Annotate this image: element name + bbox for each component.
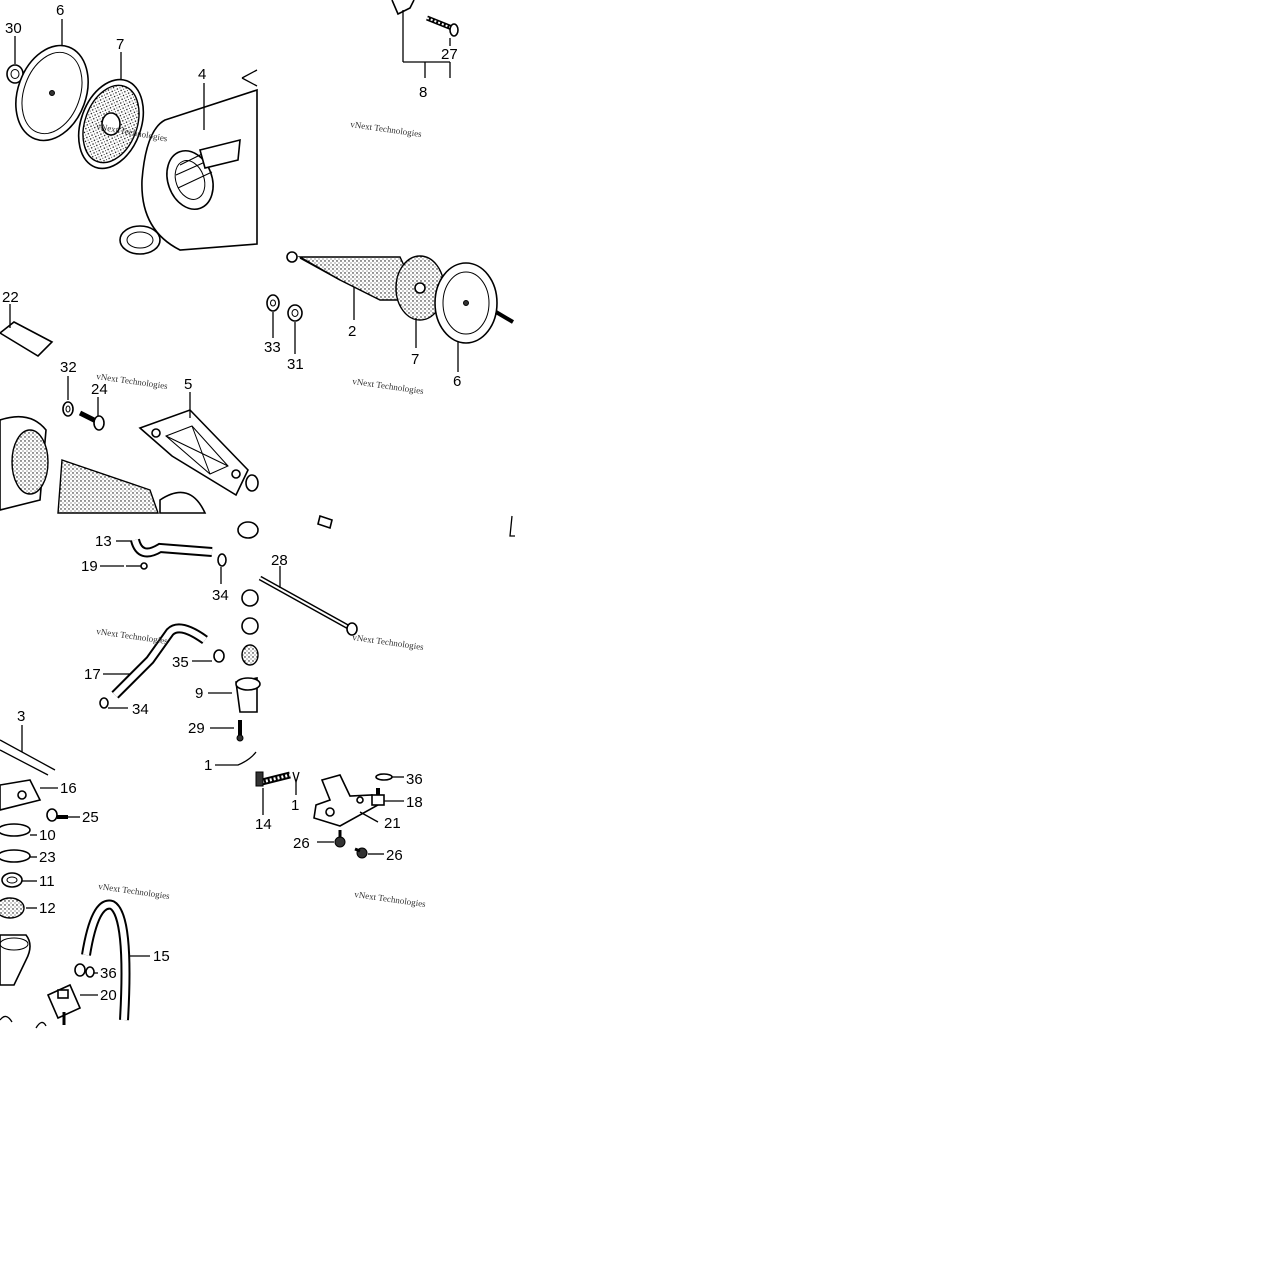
callout-32: 32: [60, 359, 77, 376]
callout-3: 3: [17, 708, 25, 725]
callout-6: 6: [56, 2, 64, 19]
duct-icon: [0, 415, 259, 514]
nipple-icon: [371, 788, 385, 806]
callout-23: 23: [39, 849, 56, 866]
callout-35: 35: [172, 654, 189, 671]
callout-7: 7: [411, 351, 419, 368]
callout-26: 26: [293, 835, 310, 852]
watermark: vNext Technologies: [354, 889, 427, 909]
tube-icon: [130, 538, 213, 558]
callout-10: 10: [39, 827, 56, 844]
bolt-icon: [46, 808, 68, 822]
clip-icon: [99, 697, 109, 709]
clip-icon: [217, 553, 227, 567]
callout-36: 36: [100, 965, 117, 982]
callout-12: 12: [39, 900, 56, 917]
callout-13: 13: [95, 533, 112, 550]
cover-plate-icon: [15, 44, 89, 142]
clip-icon: [292, 771, 300, 785]
callout-1: 1: [291, 797, 299, 814]
callout-21: 21: [384, 815, 401, 832]
callout-28: 28: [271, 552, 288, 569]
watermark: vNext Technologies: [352, 376, 425, 396]
watermark: vNext Technologies: [96, 626, 169, 646]
callout-30: 30: [5, 20, 22, 37]
callout-34: 34: [212, 587, 229, 604]
gasket-icon: [0, 779, 42, 811]
tile-case-2: 33 31 2 7 6 vNext Technologies: [264, 251, 515, 396]
watermark: vNext Technologies: [352, 632, 425, 652]
watermark: vNext Technologies: [350, 119, 423, 139]
bolt-icon: [426, 15, 459, 37]
filter-element-icon: [77, 78, 145, 170]
callout-20: 20: [100, 987, 117, 1004]
clip-icon: [126, 562, 148, 570]
tile-drain-assembly: 3 16 25 10 23 11 12: [0, 708, 171, 1029]
holder-bracket-icon: [138, 409, 249, 497]
tube-icon: [81, 899, 131, 1021]
washer-icon: [266, 294, 280, 312]
callout-4: 4: [198, 66, 206, 83]
callout-14: 14: [255, 816, 272, 833]
nut-icon: [287, 304, 303, 322]
screw-icon: [236, 720, 244, 742]
callout-15: 15: [153, 948, 170, 965]
tile-bolt-set: 27 8 vNext Technologies: [350, 0, 459, 139]
rod-icon: [258, 575, 358, 636]
tube-icon: [111, 623, 208, 699]
callout-36: 36: [406, 771, 423, 788]
callout-29: 29: [188, 720, 205, 737]
callout-18: 18: [406, 794, 423, 811]
bracket-icon: [313, 774, 380, 827]
callout-27: 27: [441, 46, 458, 63]
callout-1: 1: [204, 757, 212, 774]
callout-34: 34: [132, 701, 149, 718]
washer-icon: [62, 401, 74, 417]
tile-bracket: 14 1 21 36 18 26: [255, 771, 427, 909]
cover-plate-icon: [434, 262, 515, 344]
callout-11: 11: [39, 873, 55, 890]
callout-6: 6: [453, 373, 461, 390]
clip-icon: [213, 649, 225, 663]
drain-cup-icon: [0, 934, 47, 1029]
callout-16: 16: [60, 780, 77, 797]
callout-2: 2: [348, 323, 356, 340]
callout-9: 9: [195, 685, 203, 702]
callout-24: 24: [91, 381, 108, 398]
screw-icon: [334, 830, 346, 848]
tile-air-cleaner-case: 30 6 7 4 vNext Technologies: [5, 2, 258, 255]
watermark: vNext Technologies: [98, 881, 171, 901]
cleaner-case-icon: [119, 69, 258, 255]
clip-icon: [74, 963, 95, 978]
clip-icon: [375, 773, 393, 781]
tile-rod: 28 vNext Technologies: [258, 514, 515, 652]
pin-icon: [255, 771, 291, 787]
callout-8: 8: [419, 84, 427, 101]
label-icon: [0, 321, 54, 358]
drain-cup-icon: [235, 521, 261, 713]
callout-22: 22: [2, 289, 19, 306]
callout-7: 7: [116, 36, 124, 53]
bolt-icon: [78, 410, 105, 431]
tile-tubes: 13 19 34 17 35 34: [81, 521, 261, 774]
callout-25: 25: [82, 809, 99, 826]
joint-icon: [46, 983, 82, 1025]
callout-33: 33: [264, 339, 281, 356]
callout-31: 31: [287, 356, 304, 373]
callout-17: 17: [84, 666, 101, 683]
screw-icon: [354, 847, 368, 859]
callout-5: 5: [184, 376, 192, 393]
callout-26: 26: [386, 847, 403, 864]
callout-19: 19: [81, 558, 98, 575]
tile-holder: 22 32 24 5 vNext Technologi: [0, 289, 259, 514]
